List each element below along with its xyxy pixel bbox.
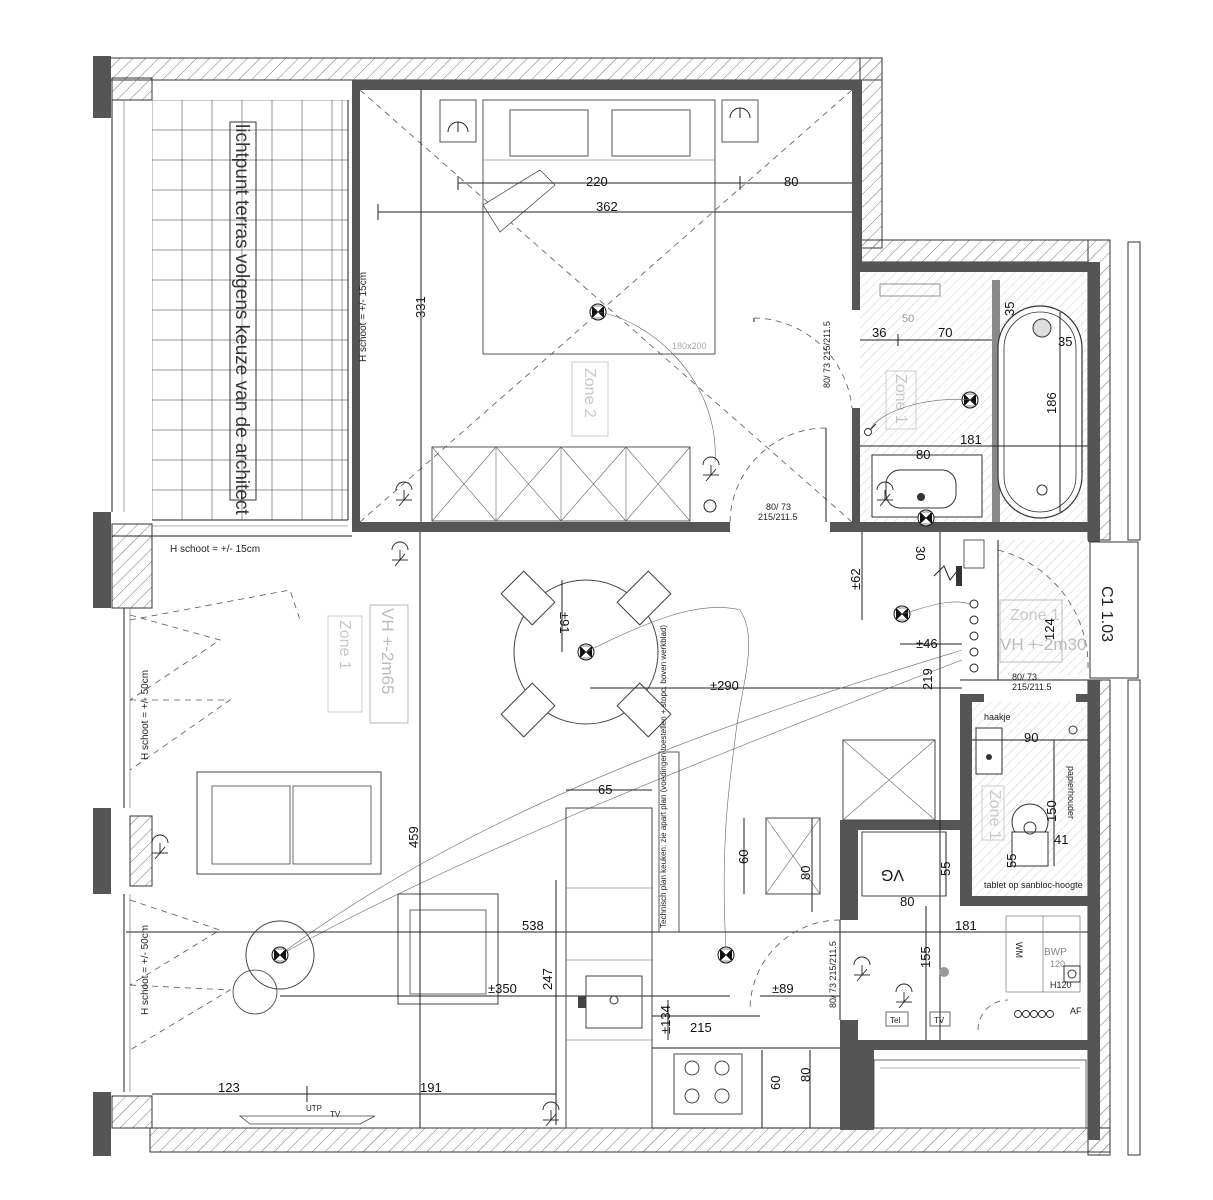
tel-label: Tel <box>890 1016 900 1025</box>
kitchen: 65 60 80 Technisch plan keuken: zie apar… <box>565 625 936 1129</box>
dim-storage-181: 181 <box>955 918 977 933</box>
dim-entr-124: 124 <box>1042 618 1057 640</box>
thermostat-icon <box>703 499 717 513</box>
entrance-hall: Zone 1 VH +-2m30 80/ 73 215/211.5 C1 1.0… <box>848 532 1139 1040</box>
toilet-zone: Zone 1 <box>986 790 1003 840</box>
terrace-tiles <box>152 100 348 520</box>
dim-bottom-191: 191 <box>420 1080 442 1095</box>
bedroom: 180x200 Zone 2 80/ 73 215/211.5 <box>359 89 853 523</box>
dim-bath-35b: 35 <box>1058 334 1072 349</box>
dim-kitchen-60: 60 <box>736 850 751 864</box>
dim-bath-70: 70 <box>938 325 952 340</box>
dim-bed-side: 80 <box>784 174 798 189</box>
socket-icon <box>853 956 871 982</box>
terrace-screen-height: H schoot = +/- 15cm <box>358 272 369 362</box>
dim-bedroom-depth: 331 <box>413 296 428 318</box>
dim-living-350: ±350 <box>488 981 517 996</box>
dim-bath-50: 50 <box>902 313 914 325</box>
bwp-label: BWP <box>1044 947 1067 958</box>
dim-wc-55: 55 <box>1004 854 1019 868</box>
dim-vg-55: 55 <box>938 862 953 876</box>
kitchen-note: Technisch plan keuken: zie apart plan (v… <box>659 625 668 928</box>
toilet: Zone 1 haakje papierhouder tablet op san… <box>972 702 1088 896</box>
bedroom-door-1: 80/ 73 <box>766 502 791 512</box>
dim-bottom-123: 123 <box>218 1080 240 1095</box>
dim-vg-80: 80 <box>900 894 914 909</box>
tablet-label: tablet op sanbloc-hoogte <box>984 880 1083 890</box>
mirror-light-icon <box>917 509 935 527</box>
dim-table-91: ±91 <box>557 612 572 634</box>
dim-kitchen-65: 65 <box>598 782 612 797</box>
dim-wc-41: 41 <box>1054 832 1068 847</box>
h120-label: H120 <box>1050 980 1072 990</box>
window-screen-height-2: H schoot = +/- 50cm <box>140 925 151 1015</box>
dim-table-290: ±290 <box>710 678 739 693</box>
bedroom-zone: Zone 2 <box>581 368 598 418</box>
utp-label: UTP <box>306 1104 322 1113</box>
hook-label: haakje <box>984 712 1011 722</box>
dim-wc-90: 90 <box>1024 730 1038 745</box>
entrance-door: 80/ 73 <box>1012 672 1037 682</box>
socket-icon <box>702 456 720 482</box>
tv-label: TV <box>934 1016 945 1025</box>
living-area: H schoot = +/- 50cm H schoot = +/- 50cm … <box>126 532 1088 1128</box>
living-ceiling-height: VH +-2m65 <box>378 608 397 694</box>
dim-living-89: ±89 <box>772 981 794 996</box>
vg-label: VG <box>881 866 904 883</box>
dim-bed-width: 220 <box>586 174 608 189</box>
dim-bath-80: 80 <box>916 447 930 462</box>
entrance-ceiling-height: VH +-2m30 <box>1000 635 1086 654</box>
room-code: C1 1.03 <box>1098 586 1115 642</box>
dim-entr-219: 219 <box>920 668 935 690</box>
dim-living-247: 247 <box>540 968 555 990</box>
dim-bath-35a: 35 <box>1002 302 1017 316</box>
bwp-sub-label: 120 <box>1050 959 1065 969</box>
kitchen-light-icon <box>717 946 735 964</box>
dim-living-459: 459 <box>406 826 421 848</box>
dim-bath-36: 36 <box>872 325 886 340</box>
living-zone: Zone 1 <box>336 620 353 670</box>
dim-bath-186: 186 <box>1044 392 1059 414</box>
af-label: AF <box>1070 1006 1082 1016</box>
storage: 80/ 73 215/211.5 155 WM BWP 120 H120 Tel… <box>749 906 1087 1129</box>
entrance-zone: Zone 1 <box>1010 607 1060 624</box>
entrance-door-2: 215/211.5 <box>1012 682 1051 692</box>
dim-living-134: ±134 <box>658 1005 673 1034</box>
socket-icon <box>395 481 413 507</box>
dim-island-80: 80 <box>798 866 813 880</box>
dim-kitchen-215: 215 <box>690 1020 712 1035</box>
socket-icon <box>151 834 169 860</box>
bathroom: Zone 1 36 70 50 35 35 186 181 80 80/ 73 … <box>822 272 1088 527</box>
terrace-note: lichtpunt terras volgens keuze van de ar… <box>231 124 252 515</box>
dim-living-538: 538 <box>522 918 544 933</box>
dim-storage-155: 155 <box>918 946 933 968</box>
dim-kitchen-60b: 60 <box>768 1076 783 1090</box>
tv-small-label: TV <box>330 1110 341 1119</box>
dim-bedroom-width: 362 <box>596 199 618 214</box>
socket-icon <box>542 1101 560 1127</box>
socket-icon <box>895 983 913 1009</box>
paper-holder-label: papierhouder <box>1066 766 1076 819</box>
fuse-box-icon <box>1014 1010 1054 1018</box>
interior-walls <box>352 80 1100 1140</box>
dim-wc-150: 150 <box>1044 800 1059 822</box>
living-light-icon <box>271 946 289 964</box>
dim-kitchen-80: 80 <box>798 1068 813 1082</box>
vg-closet: VG 55 80 <box>861 831 953 909</box>
window-screen-height-1: H schoot = +/- 50cm <box>140 670 151 760</box>
dim-entr-46: ±46 <box>916 636 938 651</box>
storage-door: 80/ 73 215/211.5 <box>828 941 838 1008</box>
bedroom-door-2: 215/211.5 <box>758 512 797 522</box>
bathroom-door: 80/ 73 215/211.5 <box>822 321 832 388</box>
dim-bath-181: 181 <box>960 432 982 447</box>
bed-size: 180x200 <box>672 341 707 351</box>
living-screen-height: H schoot = +/- 15cm <box>170 544 260 555</box>
bathroom-zone: Zone 1 <box>892 374 909 424</box>
socket-icon <box>391 541 409 567</box>
dim-door-62: ±62 <box>848 568 863 590</box>
dim-height-30: 30 <box>913 546 928 560</box>
wm-label: WM <box>1014 942 1024 958</box>
